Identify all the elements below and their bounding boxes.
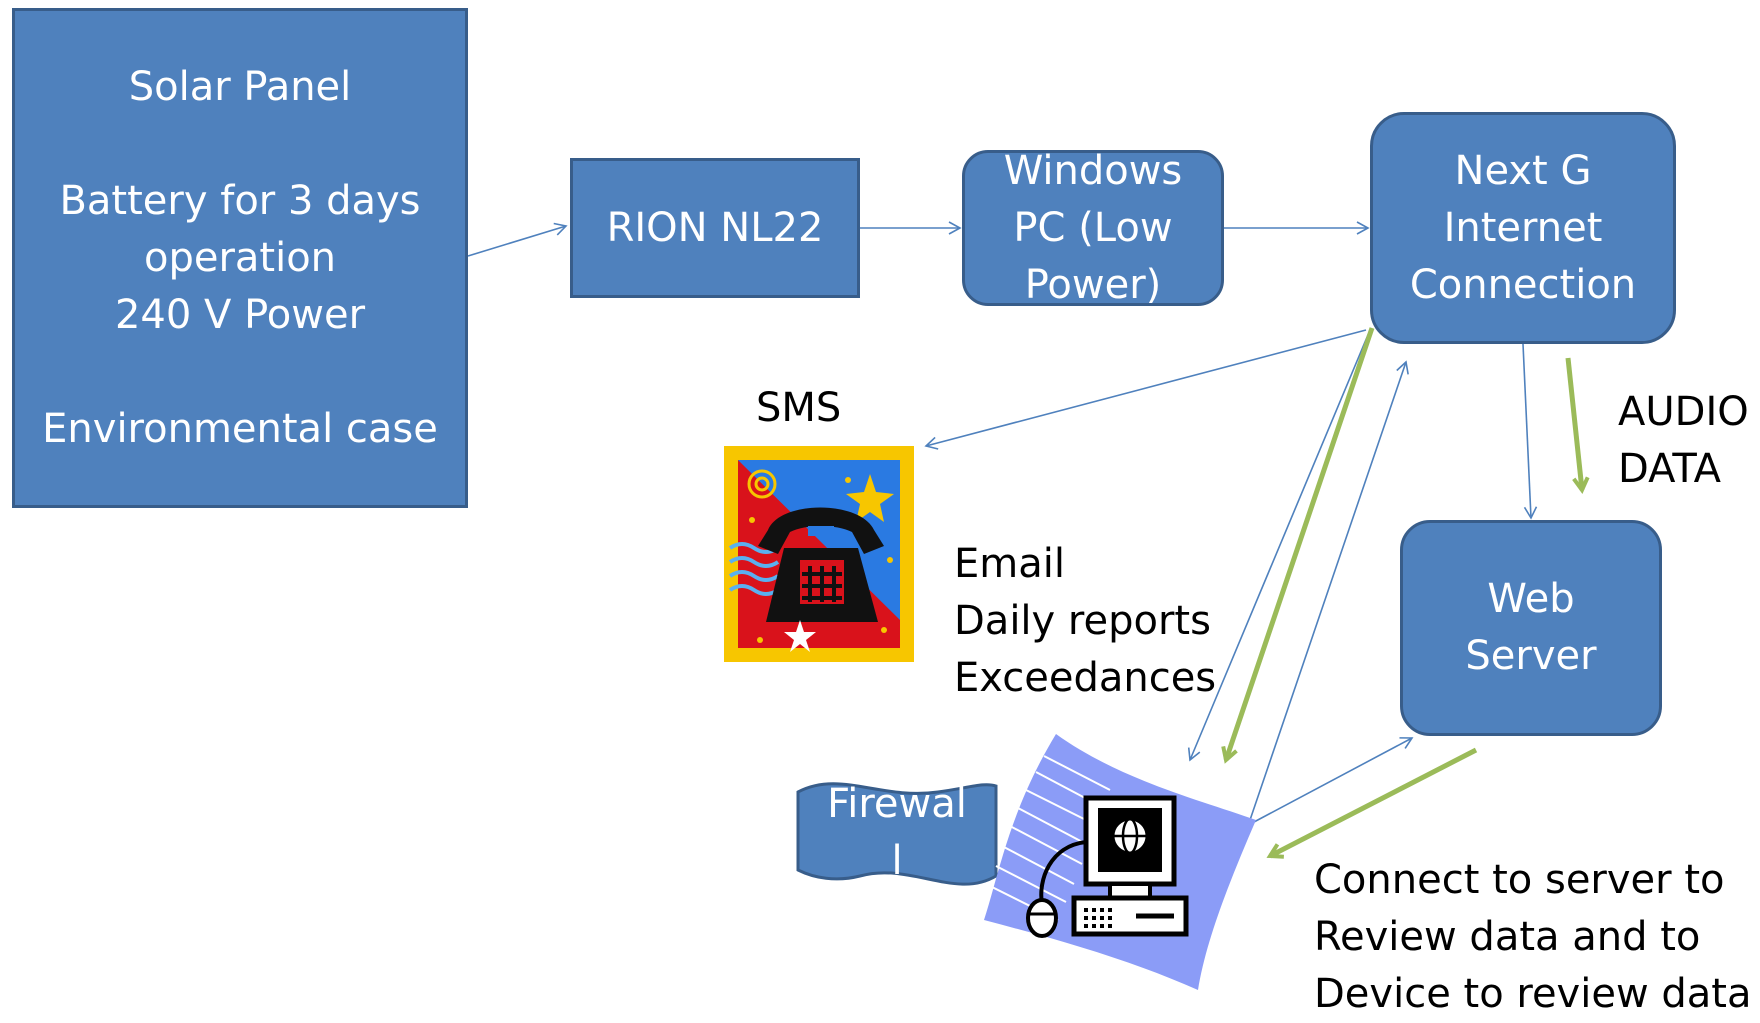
- audio-data-label: AUDIO DATA: [1618, 384, 1749, 498]
- connect-line-3: Device to review data: [1314, 971, 1752, 1017]
- nextg-internet-box: Next G Internet Connection: [1370, 112, 1676, 344]
- solar-line-5: 240 V Power: [114, 291, 366, 338]
- webserver-line-2: Server: [1465, 633, 1597, 679]
- solar-line-1: Solar Panel: [128, 63, 352, 110]
- arrow-computer-to-nextg: [1249, 360, 1409, 821]
- connect-line-2: Review data and to: [1314, 914, 1701, 960]
- connect-label: Connect to server to Review data and to …: [1314, 852, 1751, 1023]
- web-server-box: Web Server: [1400, 520, 1662, 736]
- windows-pc-line-2: PC (Low: [1013, 204, 1173, 251]
- arrow-nextg-to-computer: [1187, 329, 1371, 762]
- connect-line-1: Connect to server to: [1314, 857, 1725, 903]
- green-arrow-audio-data: [1565, 357, 1590, 494]
- arrow-nextg-to-sms: [924, 329, 1367, 450]
- nextg-line-3: Connection: [1409, 261, 1637, 308]
- solar-line-7: Environmental case: [42, 405, 438, 452]
- windows-pc-box: Windows PC (Low Power): [962, 150, 1224, 306]
- windows-pc-line-3: Power): [1024, 261, 1162, 306]
- firewall-label: Firewal l: [798, 776, 996, 888]
- solar-line-3: Battery for 3 days: [59, 177, 421, 224]
- arrow-solar-to-rion: [467, 222, 568, 257]
- firewall-line-2: l: [891, 838, 903, 884]
- audio-line-1: AUDIO: [1618, 389, 1749, 435]
- rion-label: RION NL22: [606, 205, 824, 251]
- green-arrow-nextg-to-computer: [1221, 327, 1375, 764]
- email-label: Email Daily reports Exceedances: [954, 536, 1216, 707]
- solar-panel-box: Solar Panel Battery for 3 days operation…: [12, 8, 468, 508]
- nextg-line-1: Next G: [1454, 147, 1592, 194]
- email-line-2: Daily reports: [954, 598, 1211, 644]
- email-line-1: Email: [954, 541, 1065, 587]
- arrow-computer-to-webserver: [1253, 737, 1414, 823]
- email-line-3: Exceedances: [954, 655, 1217, 701]
- green-arrow-webserver-to-computer: [1266, 747, 1478, 859]
- audio-line-2: DATA: [1618, 446, 1722, 492]
- sms-label: SMS: [756, 385, 842, 431]
- firewall-line-1: Firewal: [827, 781, 967, 827]
- arrow-nextg-to-webserver: [1522, 343, 1538, 520]
- solar-line-4: operation: [143, 234, 337, 281]
- windows-pc-line-1: Windows: [1003, 150, 1183, 194]
- nextg-line-2: Internet: [1443, 204, 1603, 251]
- rion-nl22-box: RION NL22: [570, 158, 860, 298]
- webserver-line-1: Web: [1487, 576, 1575, 622]
